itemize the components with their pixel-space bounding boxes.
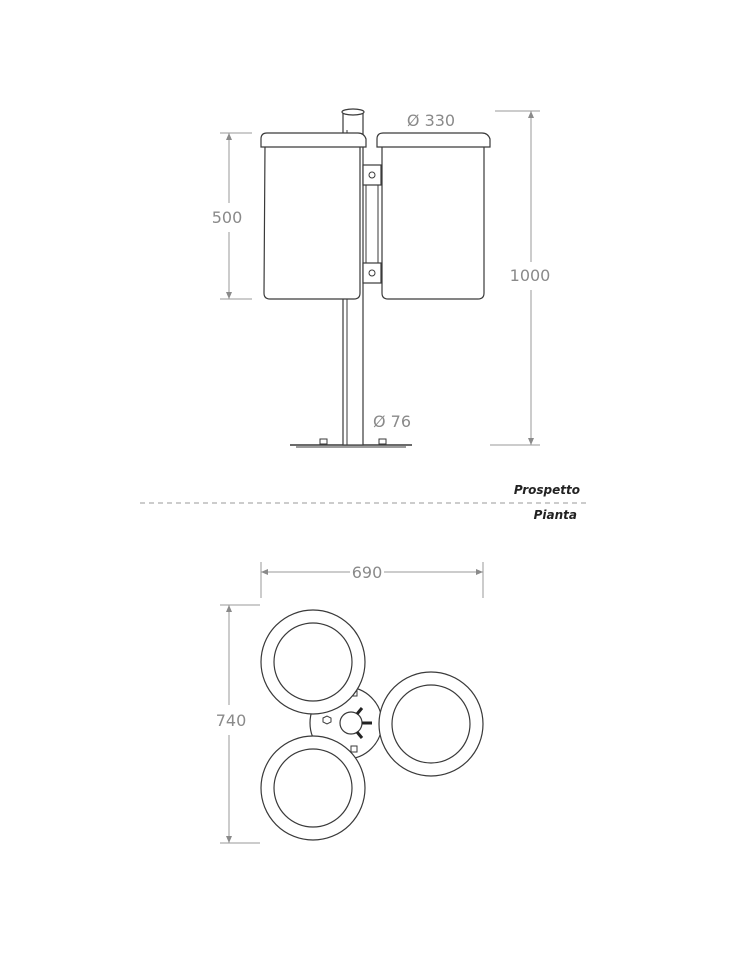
plan-label: Pianta (534, 508, 577, 522)
post-diameter-label: Ø 76 (373, 412, 411, 431)
plan-view: 690 740 (216, 562, 484, 844)
left-bin (260, 132, 367, 300)
width-label: 690 (352, 563, 383, 582)
elevation-view: 500 1000 Ø 330 Ø 76 (212, 108, 551, 448)
bin-height-label: 500 (212, 208, 243, 227)
arm-stubs (355, 707, 372, 739)
depth-dimension: 740 (216, 604, 260, 844)
depth-label: 740 (216, 711, 247, 730)
post-top (339, 711, 363, 735)
bracket (362, 164, 382, 284)
bin-height-dimension: 500 (212, 132, 252, 300)
plan-bin-right (378, 671, 484, 777)
bin-diameter-label: Ø 330 (407, 111, 455, 130)
total-height-dimension: 1000 (490, 110, 551, 446)
elevation-label: Prospetto (514, 483, 580, 497)
plan-bin-top (260, 609, 366, 715)
right-bin (376, 132, 491, 300)
total-height-label: 1000 (510, 266, 551, 285)
width-dimension: 690 (260, 562, 484, 598)
plan-bin-bottom (260, 735, 366, 841)
